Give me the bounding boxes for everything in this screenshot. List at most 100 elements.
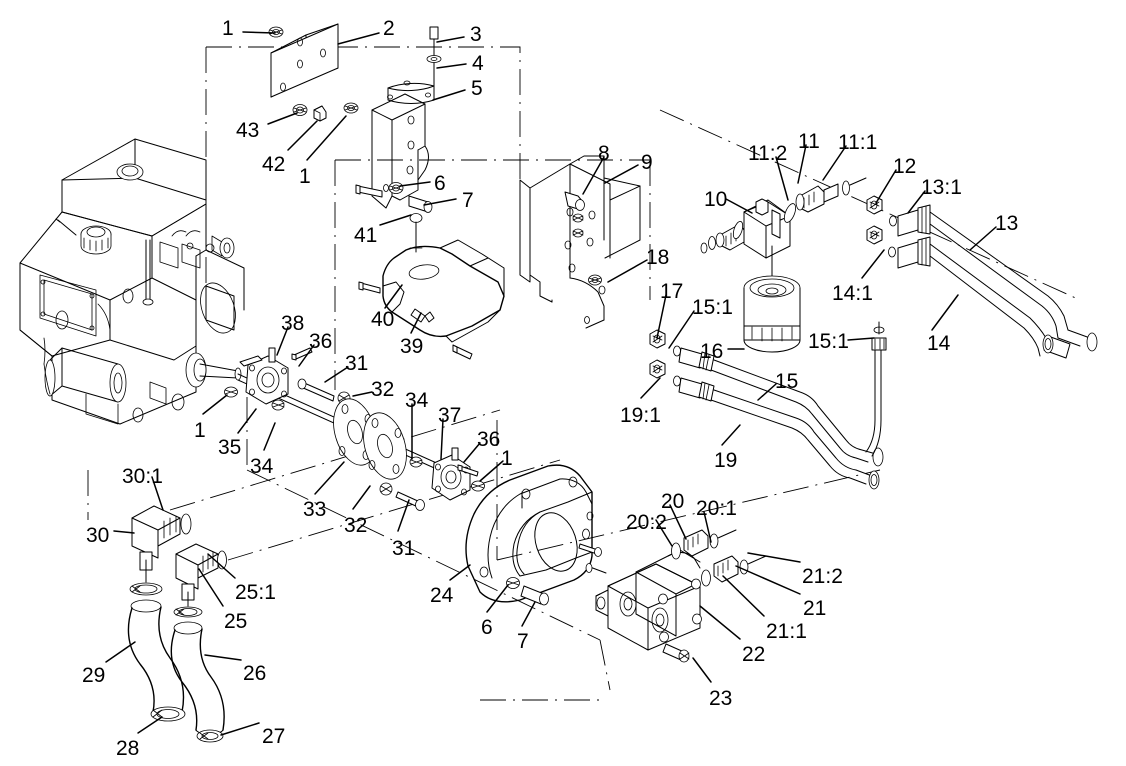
- callout-1: 1: [222, 17, 234, 40]
- part-9-panel-bracket: [519, 155, 641, 329]
- callout-7: 7: [517, 630, 529, 653]
- leader-1: [306, 115, 347, 161]
- callout-37: 37: [438, 404, 462, 427]
- leader-21-2: [747, 552, 801, 563]
- leader-15-1: [668, 310, 695, 349]
- callout-39: 39: [400, 335, 424, 358]
- part-16-oil-filter: [743, 275, 801, 353]
- leader-38: [276, 326, 289, 356]
- leader-27: [220, 722, 260, 736]
- large-mount-bracket: [355, 93, 433, 253]
- callout-10: 10: [704, 188, 728, 211]
- callout-31: 31: [392, 537, 416, 560]
- leader-11-1: [822, 145, 847, 181]
- callout-5: 5: [471, 77, 483, 100]
- leader-1: [202, 394, 228, 415]
- callout-13: 13: [995, 212, 1019, 235]
- leader-43: [267, 112, 298, 125]
- callout-14: 14: [927, 332, 951, 355]
- leader-30-1: [151, 476, 164, 511]
- callout-35: 35: [218, 436, 242, 459]
- callout-25-1: 25:1: [235, 581, 276, 604]
- callout-15: 15: [775, 370, 799, 393]
- leader-22: [699, 605, 741, 640]
- callout-6: 6: [434, 172, 446, 195]
- leader-25-1: [207, 553, 236, 579]
- leader-28: [137, 716, 163, 734]
- part-24-bell-housing: [465, 464, 602, 606]
- callout-38: 38: [281, 312, 305, 335]
- callout-9: 9: [641, 151, 653, 174]
- callout-24: 24: [430, 584, 454, 607]
- leader-1: [479, 460, 504, 482]
- leader-40: [384, 284, 403, 309]
- leader-15: [757, 383, 777, 401]
- leader-9: [604, 164, 639, 184]
- callout-27: 27: [262, 725, 286, 748]
- callout-6: 6: [481, 616, 493, 639]
- leader-4: [436, 63, 467, 69]
- callout-33: 33: [303, 498, 327, 521]
- callout-23: 23: [709, 687, 733, 710]
- callout-leader-lines: [105, 31, 997, 736]
- callout-15-1: 15:1: [692, 296, 733, 319]
- leader-11-2: [775, 156, 789, 201]
- callout-1: 1: [501, 447, 513, 470]
- callout-31: 31: [345, 352, 369, 375]
- callout-30-1: 30:1: [122, 465, 163, 488]
- callout-17: 17: [660, 280, 684, 303]
- leader-1: [242, 31, 276, 34]
- hose-assembly-lower-left: [127, 505, 227, 743]
- callout-8: 8: [598, 142, 610, 165]
- callout-11-1: 11:1: [838, 131, 878, 154]
- leader-21-1: [722, 575, 765, 617]
- leader-31: [397, 499, 410, 532]
- callout-21-1: 21:1: [766, 620, 807, 643]
- leader-15-1: [847, 337, 875, 341]
- callout-32: 32: [371, 378, 395, 401]
- callout-15-1: 15:1: [808, 330, 849, 353]
- callout-40: 40: [371, 308, 395, 331]
- callout-21-2: 21:2: [802, 565, 843, 588]
- callout-12: 12: [893, 155, 917, 178]
- leader-42: [287, 120, 318, 151]
- callout-18: 18: [646, 246, 670, 269]
- leader-35: [237, 408, 257, 434]
- leader-8: [582, 156, 605, 195]
- callout-13-1: 13:1: [921, 176, 962, 199]
- callout-2: 2: [383, 17, 395, 40]
- leader-20-1: [703, 511, 712, 543]
- leader-7: [521, 601, 536, 627]
- part-2-mounting-plate: [268, 23, 359, 122]
- leader-29: [105, 641, 136, 663]
- pump-fittings-20-21: [671, 529, 767, 587]
- part-5-round-mount: [387, 26, 442, 104]
- callout-42: 42: [262, 153, 286, 176]
- callout-16: 16: [700, 340, 724, 363]
- leader-37: [440, 418, 444, 460]
- leader-13: [969, 226, 997, 251]
- callout-41: 41: [354, 224, 378, 247]
- callout-22: 22: [742, 643, 766, 666]
- leader-25: [198, 568, 224, 607]
- callout-7: 7: [462, 189, 474, 212]
- part-10-filter-head: [700, 177, 867, 285]
- tubes-15-19: [649, 321, 887, 490]
- callout-36: 36: [477, 428, 501, 451]
- callout-21: 21: [803, 597, 827, 620]
- leader-21: [735, 565, 801, 595]
- leader-39: [410, 312, 422, 334]
- callout-20-1: 20:1: [696, 497, 737, 520]
- callout-11: 11: [798, 130, 820, 153]
- leader-41: [379, 214, 412, 226]
- leader-14-1: [861, 249, 885, 279]
- callout-30: 30: [86, 524, 110, 547]
- callout-19-1: 19:1: [620, 404, 661, 427]
- leader-14: [931, 294, 959, 331]
- leader-36: [298, 344, 315, 367]
- leader-10: [725, 198, 753, 214]
- callout-43: 43: [236, 119, 260, 142]
- leader-30: [113, 530, 135, 534]
- leader-19: [721, 424, 741, 446]
